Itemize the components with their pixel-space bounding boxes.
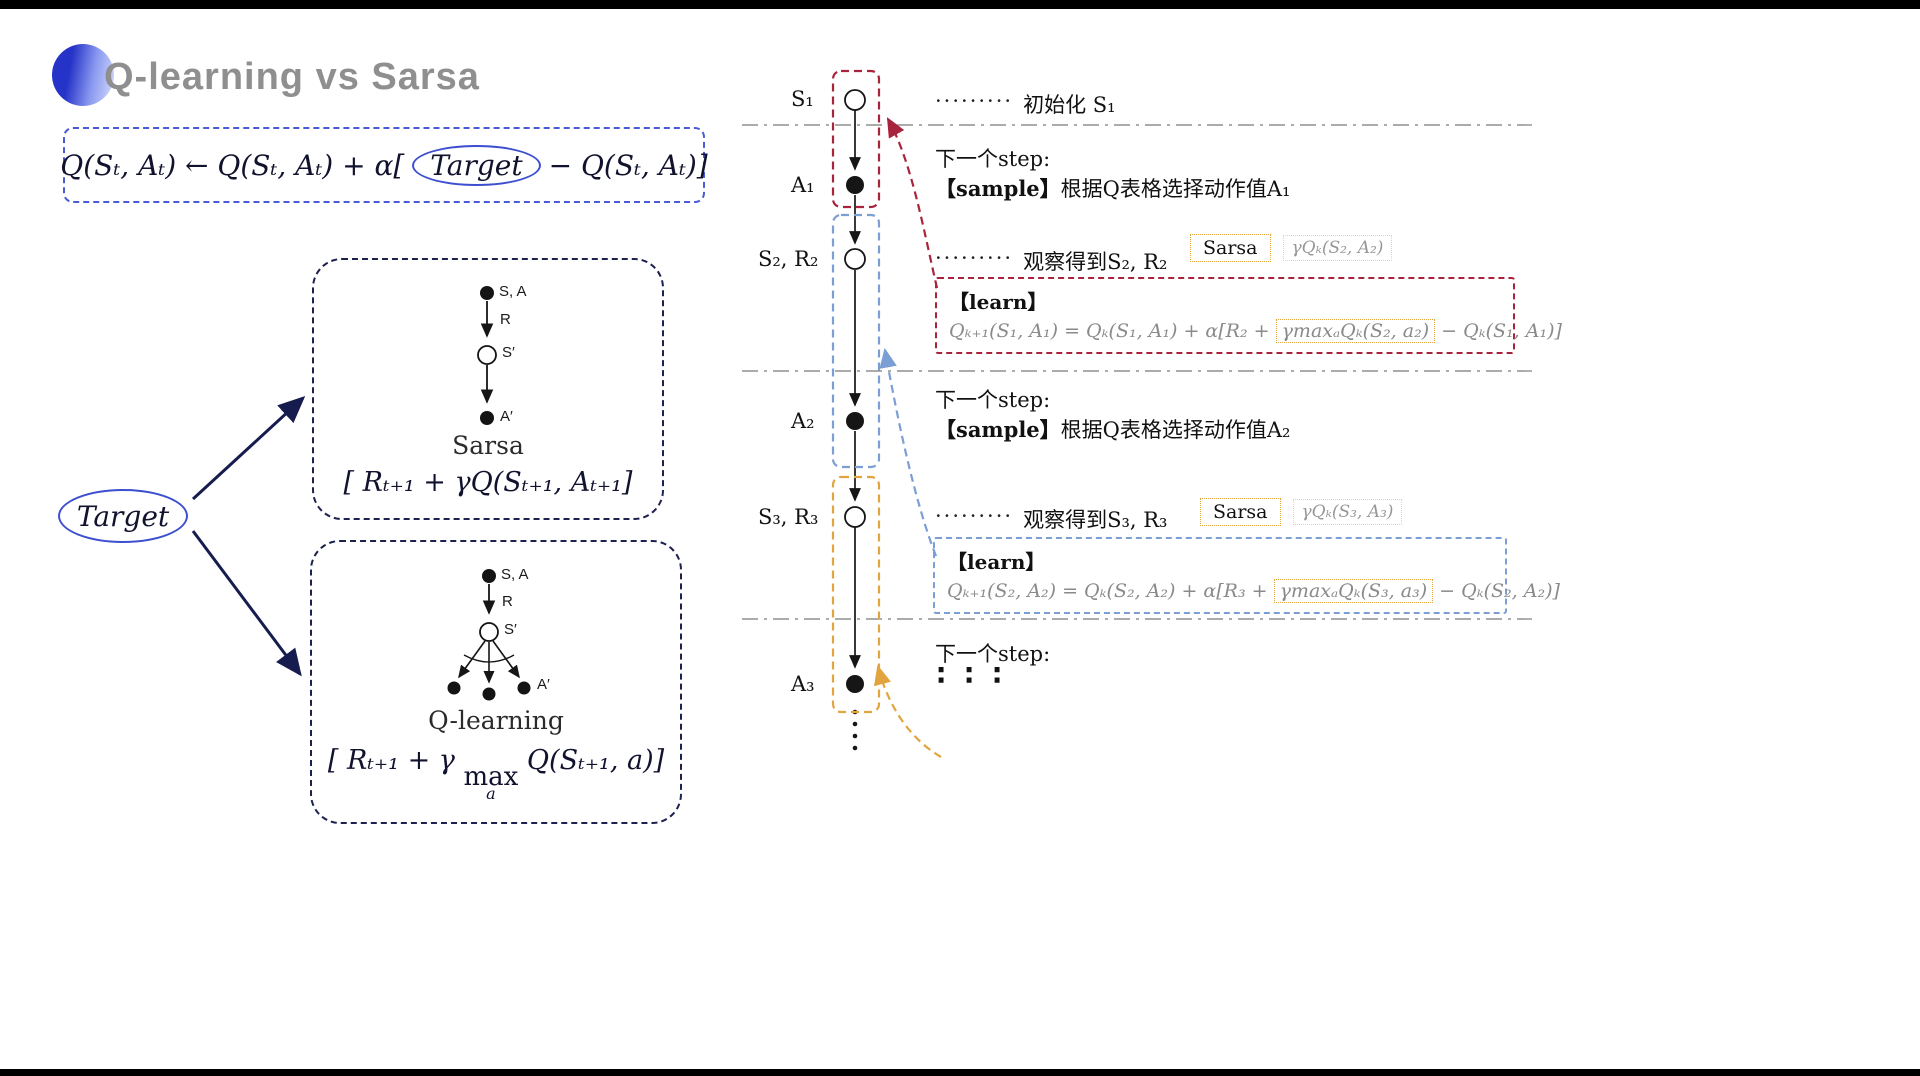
timeline-label-s1: S₁ <box>791 87 814 111</box>
letterbox-top <box>0 0 1920 9</box>
sarsa-alternative-2: Sarsa γQₖ(S₂, A₂) <box>1190 234 1393 262</box>
update-rule-left: Q(Sₜ, Aₜ) ← Q(Sₜ, Aₜ) + α[ <box>60 148 405 182</box>
node-a3 <box>846 675 864 693</box>
annotation-step2-title: 下一个step: <box>935 388 1051 412</box>
sarsa-target-formula: [ Rₜ₊₁ + γQ(Sₜ₊₁, Aₜ₊₁] <box>343 467 633 498</box>
learn2-post: − Qₖ(S₂, A₂)] <box>1433 580 1560 602</box>
ql-formula-pre: [ Rₜ₊₁ + γ <box>327 745 464 776</box>
target-to-qlearning-arrow <box>191 530 302 677</box>
timeline-label-a3: A₃ <box>791 672 815 696</box>
timeline-label-a1: A₁ <box>791 173 815 197</box>
blue-feedback-arrow <box>879 347 938 557</box>
observe3-text: 观察得到S₃, R₃ <box>1023 508 1168 532</box>
orange-feedback-arrow <box>874 664 942 758</box>
learn-tag: 【learn】 <box>949 290 1048 314</box>
annotation-step1-title: 下一个step: <box>935 147 1051 171</box>
qlearning-name: Q-learning <box>428 706 564 735</box>
sarsa-chip-formula: γQₖ(S₃, A₃) <box>1292 499 1403 525</box>
sarsa-chip-formula: γQₖ(S₂, A₂) <box>1282 235 1393 261</box>
ql-r-label: R <box>502 593 513 610</box>
annotation-init: ········· 初始化 S₁ <box>935 89 1116 119</box>
observe2-text: 观察得到S₂, R₂ <box>1023 250 1168 274</box>
target-pill: Target <box>412 144 541 186</box>
sarsa-r-label: R <box>500 311 511 328</box>
learn2-pre: Qₖ₊₁(S₂, A₂) = Qₖ(S₂, A₂) + α[R₃ + <box>947 580 1274 602</box>
node-a1 <box>846 176 864 194</box>
ql-sa-label: S, A <box>501 566 529 583</box>
sarsa-alternative-3: Sarsa γQₖ(S₃, A₃) <box>1200 498 1403 526</box>
target-to-sarsa-arrow <box>191 395 306 501</box>
annotation-step2-sample: 【sample】根据Q表格选择动作值A₂ <box>935 414 1290 444</box>
update-rule-formula-box: Q(Sₜ, Aₜ) ← Q(Sₜ, Aₜ) + α[ Target − Q(Sₜ… <box>60 127 708 203</box>
update-rule-right: − Q(Sₜ, Aₜ)] <box>548 148 708 182</box>
learn1-boxed-term: γmaxₐQₖ(S₂, a₂) <box>1275 319 1436 343</box>
annotation-observe2: ········· 观察得到S₂, R₂ <box>935 246 1167 276</box>
page-title: Q-learning vs Sarsa <box>104 56 480 98</box>
qlearning-panel <box>310 540 682 824</box>
learn1-post: − Qₖ(S₁, A₁)] <box>1435 320 1562 342</box>
init-text: 初始化 S₁ <box>1023 93 1116 117</box>
sarsa-sa-label: S, A <box>499 283 527 300</box>
red-feedback-arrow <box>886 117 939 289</box>
letterbox-bottom <box>0 1069 1920 1076</box>
timeline-label-s3r3: S₃, R₃ <box>758 505 819 529</box>
timeline-continuation-dots <box>852 709 858 751</box>
node-s3 <box>844 506 866 528</box>
group-box-step3-orange <box>831 475 881 714</box>
target-branch-arrows <box>191 395 306 677</box>
annotation-observe3: ········· 观察得到S₃, R₃ <box>935 504 1167 534</box>
timeline-label-s2r2: S₂, R₂ <box>758 247 819 271</box>
annotation-step1-sample: 【sample】根据Q表格选择动作值A₁ <box>935 173 1290 203</box>
sample-tag: 【sample】 <box>935 176 1061 201</box>
learn-tag: 【learn】 <box>947 550 1046 574</box>
timeline-label-a2: A₂ <box>791 409 815 433</box>
group-box-step2-blue <box>831 213 881 469</box>
learn2-formula: Qₖ₊₁(S₂, A₂) = Qₖ(S₂, A₂) + α[R₃ + γmaxₐ… <box>947 579 1560 603</box>
sample-text: 根据Q表格选择动作值A₁ <box>1060 177 1291 201</box>
ql-formula-post: Q(Sₜ₊₁, a)] <box>518 745 665 776</box>
title-ornament-circle <box>52 44 114 106</box>
node-s2 <box>844 248 866 270</box>
max-word: max <box>463 762 519 792</box>
annotation-step3-dots: ∶ ∶ ∶ <box>937 659 1007 692</box>
learn-box-2: 【learn】 Qₖ₊₁(S₂, A₂) = Qₖ(S₂, A₂) + α[R₃… <box>933 537 1560 614</box>
ql-aprime-label: A′ <box>537 676 550 693</box>
timeline-nodes <box>844 89 866 751</box>
target-ellipse: Target <box>58 489 188 543</box>
sample-text: 根据Q表格选择动作值A₂ <box>1060 418 1291 442</box>
node-a2 <box>846 412 864 430</box>
learn2-boxed-term: γmaxₐQₖ(S₃, a₃) <box>1273 579 1434 603</box>
sarsa-chip-label: Sarsa <box>1190 234 1271 262</box>
ql-sprime-label: S′ <box>504 621 517 638</box>
max-subscript: a <box>486 783 496 803</box>
learn1-formula: Qₖ₊₁(S₁, A₁) = Qₖ(S₁, A₁) + α[R₂ + γmaxₐ… <box>949 319 1562 343</box>
group-box-step1-red <box>831 69 881 209</box>
annotation-step3-title: 下一个step: <box>935 642 1051 666</box>
leader-dots: ········· <box>935 246 1014 270</box>
sample-tag: 【sample】 <box>935 417 1061 442</box>
sarsa-aprime-label: A′ <box>500 408 513 425</box>
sarsa-sprime-label: S′ <box>502 344 515 361</box>
learn1-pre: Qₖ₊₁(S₁, A₁) = Qₖ(S₁, A₁) + α[R₂ + <box>949 320 1276 342</box>
sarsa-panel <box>312 258 664 520</box>
leader-dots: ········· <box>935 504 1014 528</box>
node-s1 <box>844 89 866 111</box>
sarsa-chip-label: Sarsa <box>1200 498 1281 526</box>
learn-box-1: 【learn】 Qₖ₊₁(S₁, A₁) = Qₖ(S₁, A₁) + α[R₂… <box>935 277 1562 354</box>
leader-dots: ········· <box>935 89 1014 113</box>
sarsa-name: Sarsa <box>452 431 524 460</box>
